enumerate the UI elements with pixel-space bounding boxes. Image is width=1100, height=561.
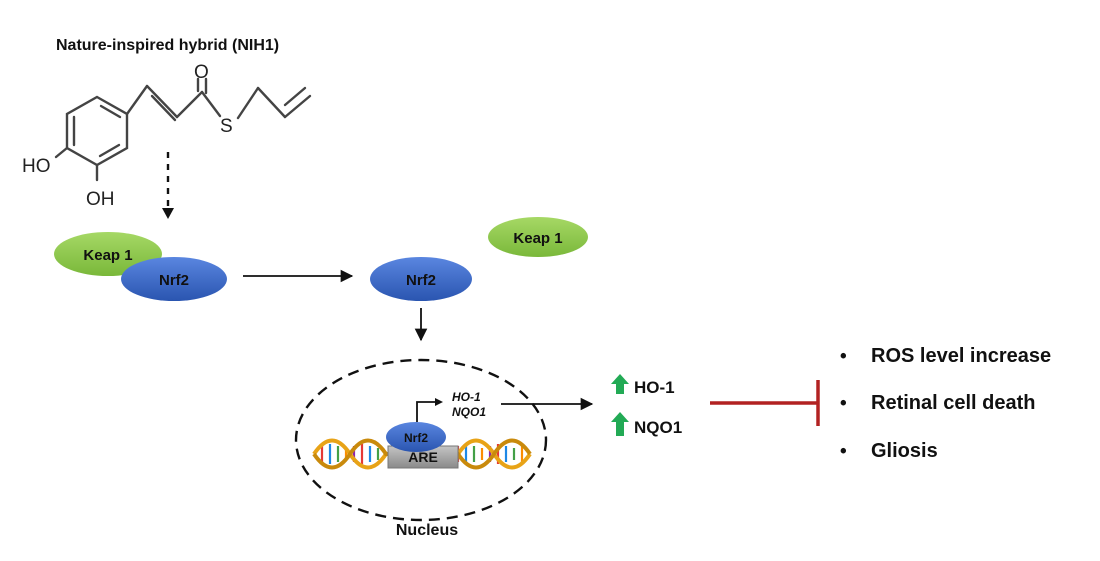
- dashed-arrow-head: [162, 208, 174, 219]
- oxygen-atom-label: O: [194, 62, 209, 83]
- nrf2-free-ellipse: [370, 257, 472, 301]
- nrf2-free-label: Nrf2: [406, 272, 436, 289]
- effect-bullet: •: [840, 393, 847, 414]
- keap1-bound-label: Keap 1: [83, 247, 132, 264]
- gene-label-nqo1: NQO1: [452, 405, 486, 419]
- hydroxyl-label-top: HO: [22, 156, 51, 177]
- upregulated-ho1: HO-1: [611, 374, 675, 397]
- nucleus-label: Nucleus: [396, 522, 458, 539]
- effect-item-gliosis: Gliosis: [871, 440, 938, 462]
- transcription-start-arrow: [416, 401, 437, 422]
- effect-bullet: •: [840, 346, 847, 367]
- up-arrow-icon: [611, 412, 629, 436]
- effects-list: • ROS level increase • Retinal cell deat…: [840, 345, 1051, 462]
- effect-bullet: •: [840, 441, 847, 462]
- keap1-free-label: Keap 1: [513, 230, 562, 247]
- nrf2-dna-ellipse: [386, 422, 446, 452]
- hydroxyl-label-bottom: OH: [86, 189, 115, 210]
- upregulated-nqo1: NQO1: [611, 412, 682, 437]
- nrf2-bound-ellipse: [121, 257, 227, 301]
- gene-label-ho1: HO-1: [452, 390, 481, 404]
- keap1-free-ellipse: [488, 217, 588, 257]
- upregulated-label-nqo1: NQO1: [634, 418, 682, 437]
- effect-item-ros: ROS level increase: [871, 345, 1051, 367]
- upregulated-label-ho1: HO-1: [634, 378, 675, 397]
- up-arrow-icon: [611, 374, 629, 394]
- sulfur-atom-label: S: [220, 116, 233, 137]
- nrf2-dna-label: Nrf2: [404, 431, 428, 445]
- nrf2-bound-label: Nrf2: [159, 272, 189, 289]
- effect-item-cell-death: Retinal cell death: [871, 392, 1036, 414]
- compound-title: Nature-inspired hybrid (NIH1): [56, 37, 279, 54]
- transcription-arrow-head: [435, 398, 443, 406]
- are-label: ARE: [408, 449, 438, 465]
- chemical-structure: O S HO OH: [22, 62, 312, 210]
- nucleus-boundary: [294, 358, 548, 522]
